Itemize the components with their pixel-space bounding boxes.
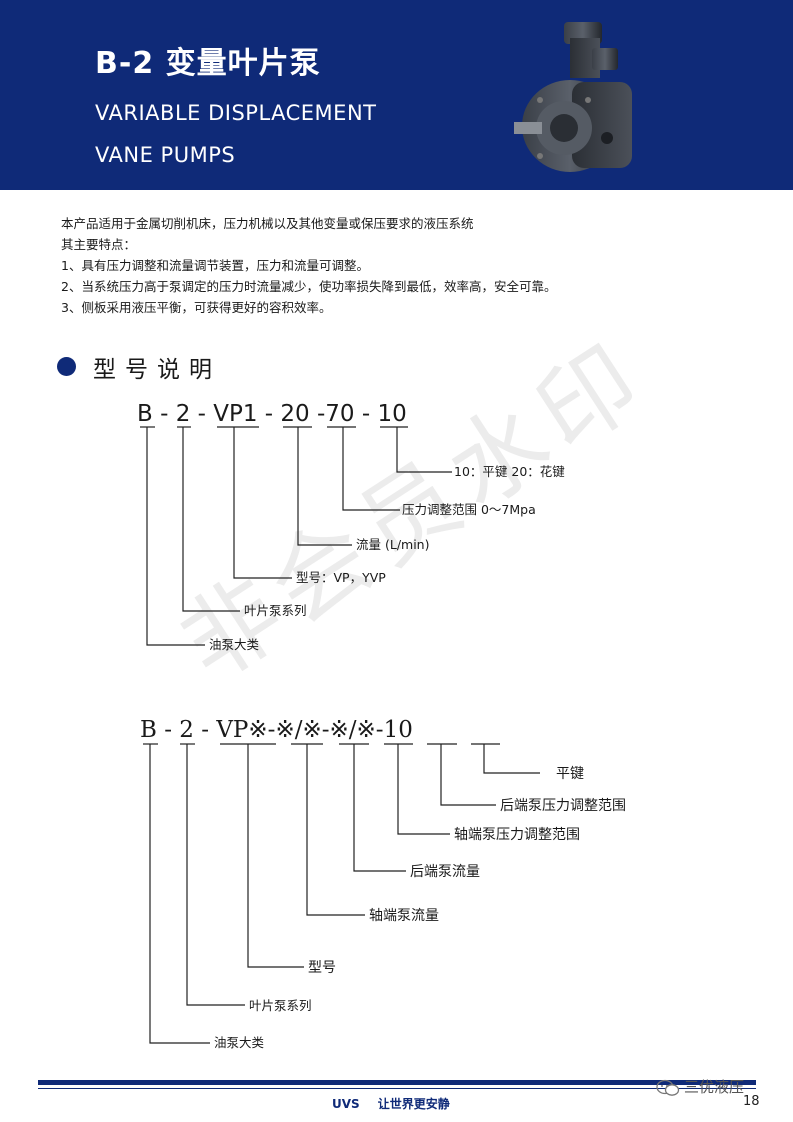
wechat-account: 三优液压: [656, 1076, 744, 1097]
d2-label-rear-pressure: 后端泵压力调整范围: [500, 797, 626, 814]
d1-label-category: 油泵大类: [209, 637, 260, 652]
d2-label-series: 叶片泵系列: [249, 998, 312, 1013]
wechat-account-name: 三优液压: [684, 1078, 745, 1096]
page-number: 18: [743, 1094, 760, 1109]
section-bullet-icon: [57, 357, 76, 376]
intro-line: 其主要特点：: [61, 237, 137, 252]
intro-line: 2、当系统压力高于泵调定的压力时流量减少，使功率损失降到最低，效率高，安全可靠。: [61, 279, 557, 294]
d1-label-key: 10：平键 20：花键: [454, 464, 565, 479]
page-title: B-2 变量叶片泵: [95, 46, 321, 81]
intro-line: 本产品适用于金属切削机床，压力机械以及其他变量或保压要求的液压系统: [61, 216, 474, 231]
d2-label-model: 型号: [308, 960, 336, 976]
header-banner: B-2 变量叶片泵 VARIABLE DISPLACEMENT VANE PUM…: [0, 0, 793, 190]
footer-rule: [38, 1080, 756, 1085]
d1-label-flow: 流量 (L/min): [356, 537, 429, 552]
d2-label-shaft-flow: 轴端泵流量: [369, 908, 439, 924]
section-title: 型号说明: [93, 357, 221, 383]
footer-brand: UVS 让世界更安静: [332, 1095, 468, 1112]
d2-label-rear-flow: 后端泵流量: [410, 864, 480, 880]
d2-label-shaft-pressure: 轴端泵压力调整范围: [454, 826, 580, 843]
footer-rule-thin: [38, 1088, 756, 1089]
model-code-2: B - 2 - VP※-※/※-※/※-10: [140, 717, 413, 743]
subtitle-line-2: VANE PUMPS: [95, 143, 236, 167]
wechat-icon: [656, 1079, 680, 1096]
subtitle-line-1: VARIABLE DISPLACEMENT: [95, 101, 377, 125]
intro-line: 3、侧板采用液压平衡，可获得更好的容积效率。: [61, 300, 332, 315]
d2-label-key: 平键: [556, 766, 584, 782]
intro-line: 1、具有压力调整和流量调节装置，压力和流量可调整。: [61, 258, 369, 273]
d1-label-series: 叶片泵系列: [244, 603, 307, 618]
footer-brand-name: UVS: [332, 1097, 360, 1111]
intro-text: 本产品适用于金属切削机床，压力机械以及其他变量或保压要求的液压系统 其主要特点：…: [61, 213, 556, 318]
diagram-2-leaders: [149, 744, 540, 1044]
pump-image: [514, 22, 632, 172]
d1-label-pressure: 压力调整范围 0～7Mpa: [402, 502, 536, 517]
model-code-1: B - 2 - VP1 - 20 -70 - 10: [137, 401, 407, 427]
d1-label-model: 型号：VP，YVP: [296, 570, 386, 585]
diagram-1-leaders: [146, 427, 452, 646]
d2-label-category: 油泵大类: [214, 1035, 265, 1050]
footer-slogan: 让世界更安静: [377, 1097, 450, 1111]
